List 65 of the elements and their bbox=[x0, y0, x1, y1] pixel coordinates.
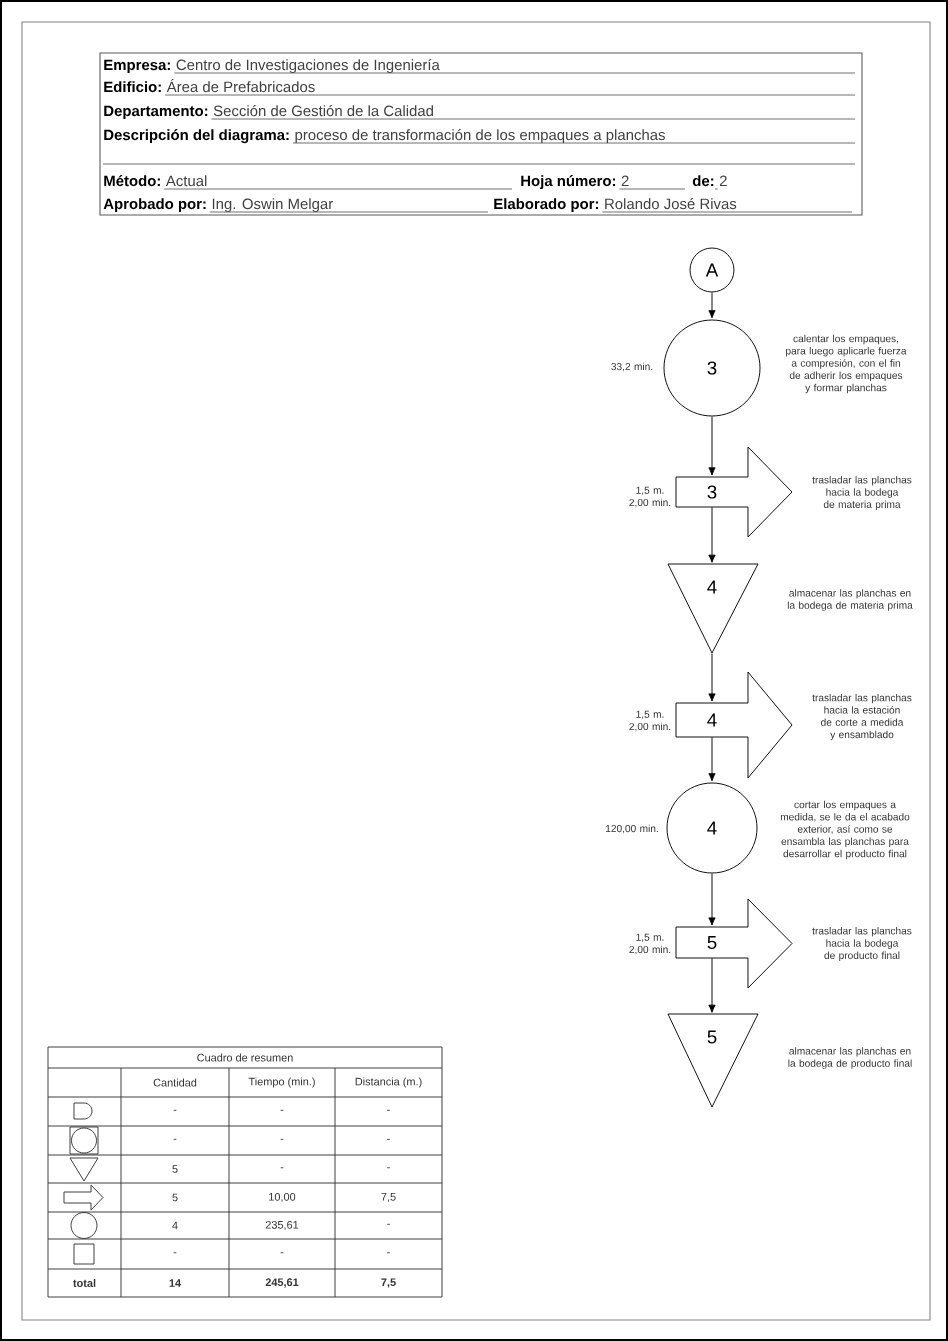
flow-arrow bbox=[708, 873, 716, 926]
flow-arrow bbox=[708, 957, 716, 1013]
field-label: de: bbox=[692, 175, 714, 187]
field-label: Hoja número: bbox=[521, 175, 616, 190]
table-title: Cuadro de resumen bbox=[197, 1053, 293, 1062]
step-description: almacenar las planchas en la bodega de materia prima bbox=[787, 589, 913, 611]
field-label: Elaborado por: bbox=[494, 198, 598, 213]
storage-triangle: 4 bbox=[667, 563, 759, 654]
step-description: trasladar las planchas hacia la bodega de producto final bbox=[812, 927, 912, 961]
flow-arrow bbox=[708, 736, 716, 782]
field-value: proceso de transformación de los empaques a planchas bbox=[295, 129, 665, 144]
flow-arrow bbox=[708, 653, 716, 702]
flow-arrow bbox=[708, 506, 716, 563]
step-description: almacenar las planchas en la bodega de producto final bbox=[788, 1047, 912, 1069]
field-value: Rolando José Rivas bbox=[605, 198, 737, 210]
field-label: Departamento: bbox=[104, 105, 208, 120]
table-text: 4 bbox=[172, 1221, 178, 1230]
field-value: 2 bbox=[719, 175, 727, 186]
field-value: Área de Prefabricados bbox=[166, 79, 315, 93]
field-value: Sección de Gestión de la Calidad bbox=[213, 105, 433, 117]
column-header: Distancia (m.) bbox=[355, 1077, 422, 1088]
table-text: - bbox=[387, 1223, 390, 1225]
table-text: 14 bbox=[169, 1279, 181, 1287]
field-label: Empresa: bbox=[104, 59, 170, 74]
table-text: 5 bbox=[172, 1165, 178, 1173]
field-value: 2 bbox=[621, 175, 629, 186]
field-value: Actual bbox=[165, 175, 207, 187]
column-header: Tiempo (min.) bbox=[248, 1077, 315, 1088]
flow-arrow bbox=[708, 416, 716, 476]
step-description: trasladar las planchas hacia la estación de corte a medida y ensamblado bbox=[812, 693, 912, 741]
table-text: - bbox=[280, 1138, 284, 1140]
field-value: Ing. Oswin Melgar bbox=[212, 198, 333, 213]
table-text: - bbox=[173, 1109, 177, 1111]
time-label: 120,00 min. bbox=[606, 824, 658, 834]
step-description: cortar los empaques a medida, se le da el acabado exterior, así como se ensambla las planchas para desarrollar el producto final bbox=[780, 800, 910, 860]
table-text: - bbox=[280, 1109, 284, 1111]
flow-arrow bbox=[708, 292, 716, 319]
table-text: - bbox=[387, 1109, 390, 1111]
step-description: calentar los empaques, para luego aplicarle fuerza a compresión, con el fin de adherir los empaques y formar planchas bbox=[786, 334, 907, 394]
storage-triangle: 5 bbox=[667, 1013, 759, 1108]
table-text: 7,5 bbox=[381, 1278, 396, 1288]
table-text: 10,00 bbox=[269, 1193, 296, 1202]
time-label: 33,2 min. bbox=[611, 362, 653, 372]
field-value: Centro de Investigaciones de Ingeniería bbox=[176, 59, 440, 74]
field-label: Método: bbox=[104, 175, 160, 187]
row-header: total bbox=[73, 1279, 96, 1287]
step-description: trasladar las planchas hacia la bodega de materia prima bbox=[812, 476, 912, 510]
table-text: - bbox=[280, 1167, 284, 1169]
table-text: 7,5 bbox=[381, 1193, 396, 1202]
distance-time-label: 1,5 m. 2,00 min. bbox=[629, 933, 671, 955]
column-header: Cantidad bbox=[153, 1078, 197, 1087]
table-text: 235,61 bbox=[265, 1221, 299, 1230]
table-text: - bbox=[173, 1138, 177, 1140]
table-text: 245,61 bbox=[265, 1278, 299, 1288]
table-text: - bbox=[387, 1252, 390, 1254]
field-label: Edificio: bbox=[104, 81, 161, 93]
table-text: - bbox=[387, 1138, 390, 1140]
distance-time-label: 1,5 m. 2,00 min. bbox=[629, 486, 671, 508]
distance-time-label: 1,5 m. 2,00 min. bbox=[629, 710, 671, 732]
table-text: - bbox=[280, 1252, 284, 1254]
table-text: - bbox=[173, 1252, 177, 1254]
table-text: 5 bbox=[172, 1193, 178, 1202]
table-text: - bbox=[387, 1167, 390, 1169]
field-label: Descripción del diagrama: bbox=[104, 129, 289, 144]
field-label: Aprobado por: bbox=[103, 198, 206, 213]
